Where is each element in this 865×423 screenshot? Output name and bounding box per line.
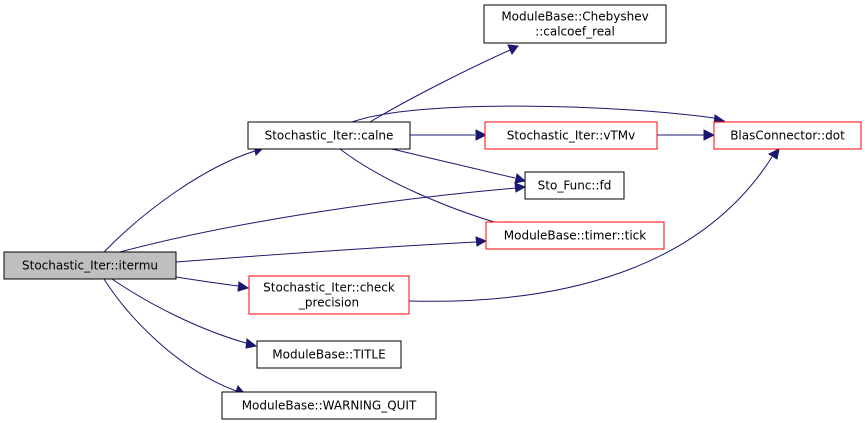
node-dot[interactable]: BlasConnector::dot [713, 121, 862, 150]
node-tick[interactable]: ModuleBase::timer::tick [485, 221, 665, 250]
node-label: ModuleBase::Chebyshev [501, 10, 648, 24]
edge-line [351, 105, 715, 123]
edge-line [111, 278, 247, 344]
node-box[interactable] [248, 275, 410, 315]
arrowhead-icon [475, 236, 488, 247]
edge-calne-to-vtmv [410, 129, 488, 141]
edge-line [103, 149, 259, 253]
node-box[interactable] [221, 391, 437, 420]
node-calcoef[interactable]: ModuleBase::Chebyshev::calcoef_real [483, 4, 667, 44]
node-label: Stochastic_Iter::itermu [22, 259, 158, 273]
edge-line [175, 241, 477, 263]
node-box[interactable] [247, 121, 411, 150]
node-box[interactable] [256, 340, 402, 369]
node-label: Stochastic_Iter::check [263, 281, 395, 295]
arrowhead-icon [514, 173, 527, 184]
node-label: ModuleBase::timer::tick [504, 229, 646, 243]
arrowhead-icon [245, 338, 258, 349]
edge-itermu-to-check [175, 276, 250, 292]
edge-line [391, 148, 516, 179]
arrowhead-icon [507, 44, 519, 55]
node-label: _precision [298, 296, 359, 310]
node-box[interactable] [713, 121, 862, 150]
node-box[interactable] [485, 221, 665, 250]
node-box[interactable] [524, 171, 625, 200]
node-label: Stochastic_Iter::calne [265, 129, 394, 143]
edge-itermu-to-warning [103, 278, 247, 396]
arrowhead-icon [767, 148, 780, 160]
edge-calne-to-fd [391, 148, 527, 184]
node-box[interactable] [3, 251, 177, 280]
arrowhead-icon [514, 182, 527, 193]
arrowhead-icon [475, 129, 488, 141]
edge-itermu-to-fd [119, 182, 527, 253]
node-itermu[interactable]: Stochastic_Iter::itermu [3, 251, 177, 280]
edge-itermu-to-tick [175, 236, 488, 263]
node-vtmv[interactable]: Stochastic_Iter::vTMv [484, 121, 658, 150]
edge-line [339, 148, 509, 227]
edge-line [408, 156, 773, 302]
node-label: ::calcoef_real [535, 25, 615, 39]
edge-vtmv-to-dot [657, 129, 716, 141]
node-fd[interactable]: Sto_Func::fd [524, 171, 625, 200]
node-label: ModuleBase::WARNING_QUIT [242, 399, 417, 413]
call-edges [103, 44, 780, 396]
arrowhead-icon [703, 129, 716, 141]
edge-check-to-dot [408, 148, 780, 302]
call-nodes: Stochastic_Iter::itermu ModuleBase::Cheby… [3, 4, 862, 420]
edge-itermu-to-title [111, 278, 258, 349]
arrowhead-icon [237, 281, 250, 292]
node-check[interactable]: Stochastic_Iter::check_precision [248, 275, 410, 315]
edge-line [119, 187, 517, 253]
edge-calne-to-calcoef [369, 44, 519, 123]
node-title[interactable]: ModuleBase::TITLE [256, 340, 402, 369]
node-label: BlasConnector::dot [730, 129, 845, 143]
edge-calne-to-dot [351, 105, 726, 125]
node-calne[interactable]: Stochastic_Iter::calne [247, 121, 411, 150]
edge-line [175, 276, 239, 287]
node-warning[interactable]: ModuleBase::WARNING_QUIT [221, 391, 437, 420]
node-box[interactable] [483, 4, 667, 44]
edge-line [369, 49, 511, 123]
node-label: Sto_Func::fd [538, 179, 612, 193]
node-label: ModuleBase::TITLE [272, 348, 385, 362]
node-label: Stochastic_Iter::vTMv [507, 129, 635, 143]
edge-line [103, 278, 237, 392]
node-box[interactable] [484, 121, 658, 150]
